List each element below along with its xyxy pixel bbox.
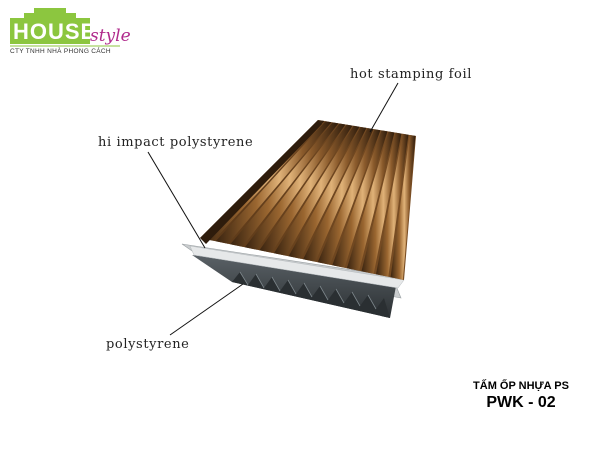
polystyrene-core-teeth: [232, 272, 390, 318]
foil-ridge: [390, 134, 416, 280]
callout-line-polystyrene: [169, 283, 244, 336]
house-style-logo: HOUSE style CTY TNHH NHÀ PHONG CÁCH: [10, 8, 131, 55]
foil-ridge: [244, 123, 346, 250]
panel-layers: [181, 120, 416, 318]
foil-ridge: [259, 124, 353, 253]
polystyrene-core-highlights: [239, 271, 377, 310]
callout-lines: [147, 82, 399, 336]
logo-green-steps: [10, 8, 90, 44]
product-name: TẤM ỐP NHỰA PS: [473, 378, 569, 392]
foil-ridge: [288, 126, 367, 259]
foil-ridge: [317, 129, 381, 265]
logo-house-text: HOUSE: [13, 19, 96, 44]
foil-panel-edge: [200, 120, 322, 244]
foil-ridge: [303, 128, 374, 262]
callout-line-hi-impact: [147, 151, 206, 249]
foil-ridge: [376, 133, 409, 277]
logo-company-name: CTY TNHH NHÀ PHONG CÁCH: [10, 46, 111, 55]
callout-line-foil: [369, 82, 399, 133]
foil-ridge: [274, 125, 360, 256]
logo-style-text: style: [90, 26, 131, 46]
foil-panel: [200, 120, 416, 280]
foil-ridge: [346, 131, 395, 271]
label-polystyrene: polystyrene: [106, 337, 189, 352]
hi-impact-layer: [189, 245, 405, 289]
foil-ridge: [361, 132, 402, 274]
label-hot-stamping-foil: hot stamping foil: [350, 67, 472, 82]
label-hi-impact-polystyrene: hi impact polystyrene: [98, 135, 253, 150]
foil-ridge: [332, 130, 388, 268]
foil-ridge: [215, 121, 332, 244]
foil-ridge: [230, 122, 339, 247]
foil-ridges: [201, 120, 416, 280]
product-code: PWK - 02: [486, 394, 555, 411]
